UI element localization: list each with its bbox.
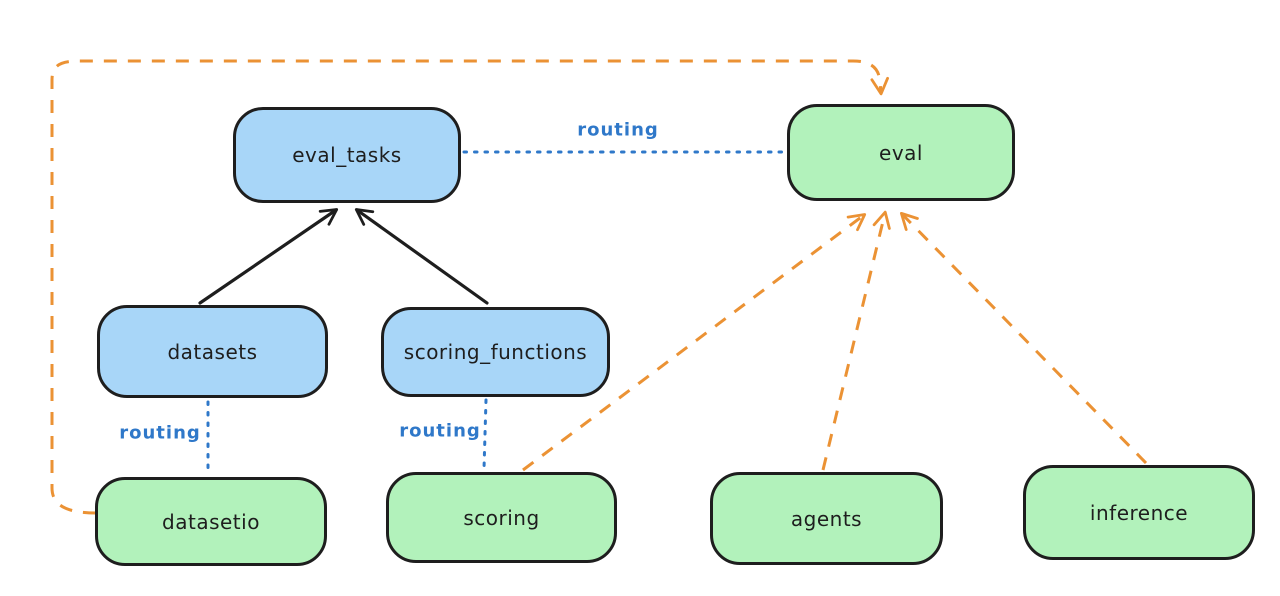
node-label-scoring_functions: scoring_functions xyxy=(403,340,588,364)
node-label-inference: inference xyxy=(1089,500,1189,525)
node-label-datasets: datasets xyxy=(167,339,258,364)
edge-scoring_functions-to-eval_tasks xyxy=(354,208,489,305)
routing-label: routing xyxy=(119,422,201,444)
edge-group xyxy=(50,59,1148,515)
node-agents: agents xyxy=(710,472,943,565)
node-label-datasetio: datasetio xyxy=(162,509,260,534)
node-scoring_functions: scoring_functions xyxy=(381,307,610,397)
node-inference: inference xyxy=(1023,465,1255,560)
edge-inference-to-eval xyxy=(899,211,1148,465)
node-label-eval_tasks: eval_tasks xyxy=(292,143,402,167)
routing-label: routing xyxy=(577,119,659,141)
routing-label: routing xyxy=(399,420,481,442)
node-label-scoring: scoring xyxy=(463,505,540,530)
node-label-eval: eval xyxy=(879,140,923,165)
edge-datasets-to-eval_tasks xyxy=(198,208,339,305)
node-datasetio: datasetio xyxy=(95,477,327,566)
node-eval_tasks: eval_tasks xyxy=(233,107,461,203)
node-scoring: scoring xyxy=(386,472,617,563)
edge-scoring_functions-scoring-routing xyxy=(482,398,488,471)
edge-datasetio-loop-to-eval xyxy=(50,59,889,515)
edge-agents-to-eval xyxy=(821,210,891,471)
node-label-agents: agents xyxy=(790,506,863,531)
node-datasets: datasets xyxy=(97,305,328,398)
node-eval: eval xyxy=(787,104,1015,201)
